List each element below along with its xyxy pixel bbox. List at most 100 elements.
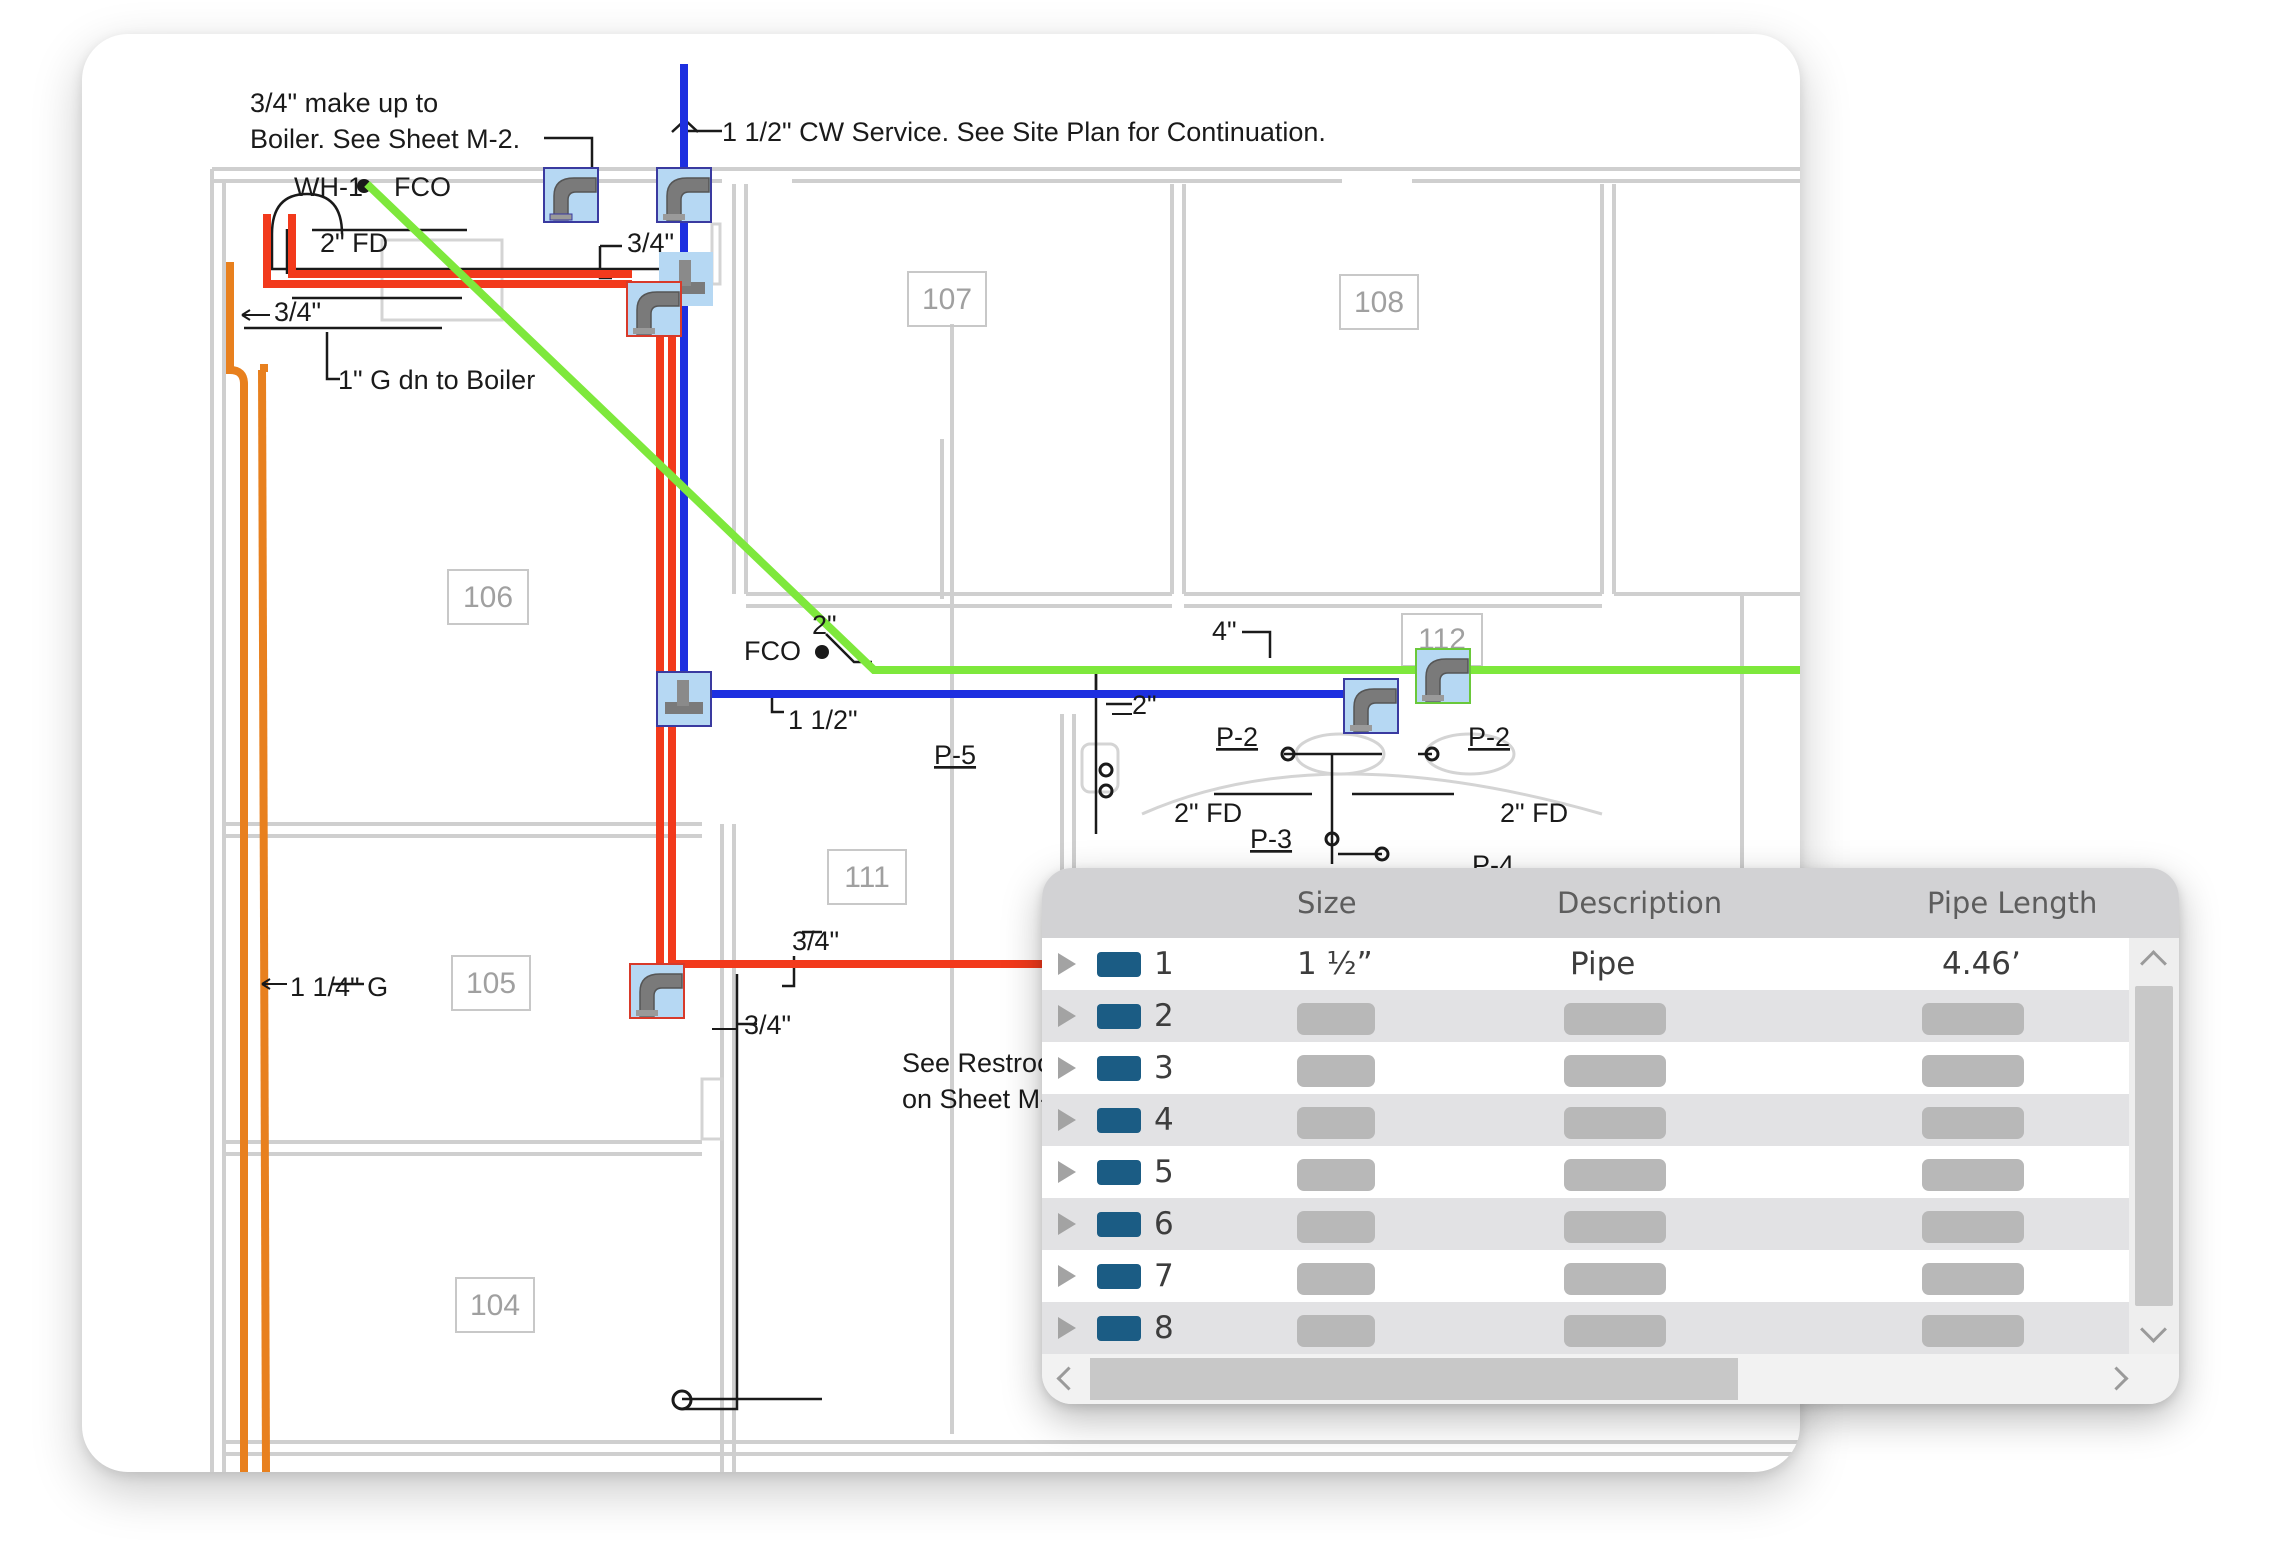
label-four-inch: 4" [1212, 616, 1237, 646]
label-gas-boiler: 1" G dn to Boiler [338, 365, 535, 395]
fittings [543, 167, 1471, 1019]
label-fco-top: FCO [394, 172, 451, 202]
table-row[interactable]: 7 [1042, 1250, 2129, 1302]
row-color-swatch [1097, 1004, 1141, 1029]
row-number: 1 [1154, 946, 1174, 982]
label-three-quarter-c: 3/4" [792, 926, 839, 956]
label-fco-mid: FCO [744, 636, 801, 666]
row-color-swatch [1097, 1316, 1141, 1341]
horizontal-scroll-thumb[interactable] [1090, 1358, 1738, 1400]
expand-triangle-icon[interactable] [1058, 1265, 1076, 1287]
room-107: 107 [922, 283, 972, 316]
label-two-inch-a: 2" [812, 610, 837, 640]
column-header-description[interactable]: Description [1557, 886, 1723, 920]
table-row[interactable]: 1 1 ½” Pipe 4.46’ [1042, 938, 2129, 990]
label-fd-left: 2" FD [1174, 798, 1242, 828]
note-makeup-line2: Boiler. See Sheet M-2. [250, 124, 520, 154]
note-makeup-line1: 3/4" make up to [250, 88, 438, 118]
label-fd-right: 2" FD [1500, 798, 1568, 828]
gas-pipe [226, 262, 248, 1472]
room-tag-105 [451, 955, 531, 1011]
row-color-swatch [1097, 1212, 1141, 1237]
room-tag-108 [1339, 274, 1419, 330]
chevron-left-icon[interactable] [1056, 1366, 1081, 1391]
label-p3: P-3 [1250, 824, 1292, 854]
chevron-right-icon[interactable] [2104, 1366, 2129, 1391]
label-three-quarter-d: 3/4" [744, 1010, 791, 1040]
cell-pipe-length-placeholder [1922, 1003, 2024, 1035]
label-two-inch-b: 2" [1132, 690, 1157, 720]
table-row[interactable]: 3 [1042, 1042, 2129, 1094]
expand-triangle-icon[interactable] [1058, 1057, 1076, 1079]
horizontal-scrollbar[interactable] [1042, 1354, 2179, 1404]
label-three-quarter-a: 3/4" [627, 228, 674, 258]
column-header-size[interactable]: Size [1297, 886, 1357, 920]
elbow-fitting-icon [1415, 648, 1471, 704]
label-p2-left: P-2 [1216, 722, 1258, 752]
cell-pipe-length: 4.46’ [1942, 946, 2021, 982]
cell-size-placeholder [1297, 1159, 1375, 1191]
row-color-swatch [1097, 1264, 1141, 1289]
expand-triangle-icon[interactable] [1058, 1161, 1076, 1183]
table-row[interactable]: 2 [1042, 990, 2129, 1042]
label-p5: P-5 [934, 740, 976, 770]
row-number: 5 [1154, 1154, 1174, 1190]
plan-drawing-view[interactable]: 107 108 106 112 111 105 104 [82, 34, 1800, 1472]
row-number: 2 [1154, 998, 1174, 1034]
vertical-scroll-thumb[interactable] [2135, 986, 2173, 1306]
table-row[interactable]: 5 [1042, 1146, 2129, 1198]
cell-size-placeholder [1297, 1107, 1375, 1139]
chevron-up-icon[interactable] [2140, 950, 2167, 977]
sanitary-pipe [364, 181, 1800, 674]
expand-triangle-icon[interactable] [1058, 1005, 1076, 1027]
elbow-fitting-icon [1343, 678, 1399, 734]
room-tag-111 [827, 849, 907, 905]
table-row[interactable]: 8 [1042, 1302, 2129, 1354]
expand-triangle-icon[interactable] [1058, 1317, 1076, 1339]
column-header-pipe-length[interactable]: Pipe Length [1927, 886, 2098, 920]
cell-description-placeholder [1564, 1211, 1666, 1243]
label-one-half: 1 1/2" [788, 705, 858, 735]
room-108: 108 [1354, 286, 1404, 319]
cell-size-placeholder [1297, 1003, 1375, 1035]
table-body: 1 1 ½” Pipe 4.46’ 2 3 4 [1042, 938, 2129, 1354]
row-number: 6 [1154, 1206, 1174, 1242]
cell-size-placeholder [1297, 1055, 1375, 1087]
expand-triangle-icon[interactable] [1058, 953, 1076, 975]
cell-description-placeholder [1564, 1315, 1666, 1347]
gas-pipe-elbow [260, 364, 268, 372]
row-color-swatch [1097, 1108, 1141, 1133]
note-restroom-line2: on Sheet M- [902, 1084, 1049, 1114]
elbow-fitting-icon [626, 281, 682, 337]
cell-size-placeholder [1297, 1263, 1375, 1295]
vertical-scrollbar[interactable] [2129, 938, 2179, 1354]
cell-size-placeholder [1297, 1315, 1375, 1347]
table-row[interactable]: 6 [1042, 1198, 2129, 1250]
cell-description-placeholder [1564, 1055, 1666, 1087]
cell-pipe-length-placeholder [1922, 1315, 2024, 1347]
cell-pipe-length-placeholder [1922, 1263, 2024, 1295]
cell-description-placeholder [1564, 1003, 1666, 1035]
room-tag-107 [907, 271, 987, 327]
row-color-swatch [1097, 952, 1141, 977]
cell-pipe-length-placeholder [1922, 1107, 2024, 1139]
pipe-takeoff-table: Size Description Pipe Length 1 1 ½” Pipe… [1042, 868, 2179, 1404]
row-number: 3 [1154, 1050, 1174, 1086]
cell-description-placeholder [1564, 1263, 1666, 1295]
elbow-fitting-icon [543, 167, 599, 223]
expand-triangle-icon[interactable] [1058, 1213, 1076, 1235]
gas-pipe-main [258, 369, 270, 1472]
hot-water-pipe [263, 214, 1128, 968]
row-color-swatch [1097, 1160, 1141, 1185]
room-tag-104 [455, 1277, 535, 1333]
chevron-down-icon[interactable] [2140, 1316, 2167, 1343]
walls [210, 167, 1800, 1472]
expand-triangle-icon[interactable] [1058, 1109, 1076, 1131]
arrow-ticks [241, 309, 1132, 1030]
room-104: 104 [470, 1289, 520, 1322]
row-number: 4 [1154, 1102, 1174, 1138]
table-row[interactable]: 4 [1042, 1094, 2129, 1146]
note-cw-service: 1 1/2" CW Service. See Site Plan for Con… [722, 117, 1326, 147]
row-color-swatch [1097, 1056, 1141, 1081]
room-tag-106 [447, 569, 529, 625]
